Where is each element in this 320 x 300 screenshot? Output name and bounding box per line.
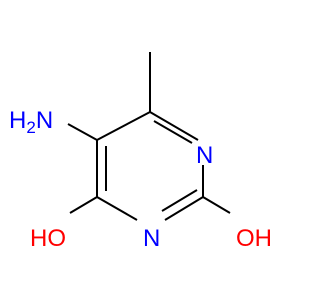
- bond-c4-hydroxyl: [69, 196, 98, 214]
- amino-group-label: H2N: [9, 107, 53, 137]
- bond-c2-n3: [164, 196, 204, 221]
- bond-c6-n1-double: [153, 120, 193, 144]
- bond-c2-n3-double: [161, 189, 198, 212]
- amino-subscript: 2: [26, 118, 35, 137]
- molecule-svg: H2N N N HO OH: [9, 52, 272, 252]
- molecule-structure: H2N N N HO OH: [9, 52, 272, 252]
- bond-c2-hydroxyl: [202, 196, 231, 214]
- amino-h: H: [9, 107, 26, 134]
- bond-n3-c4: [96, 196, 138, 221]
- hydroxyl-right-label: OH: [236, 225, 272, 252]
- amino-n: N: [36, 107, 53, 134]
- bond-c5-amino: [67, 123, 98, 141]
- hydroxyl-left-label: HO: [30, 225, 66, 252]
- ring-nitrogen-lower: N: [143, 225, 160, 252]
- bond-c5-c6: [96, 111, 151, 141]
- ring-nitrogen-upper: N: [196, 142, 213, 169]
- bond-c6-n1: [149, 111, 199, 141]
